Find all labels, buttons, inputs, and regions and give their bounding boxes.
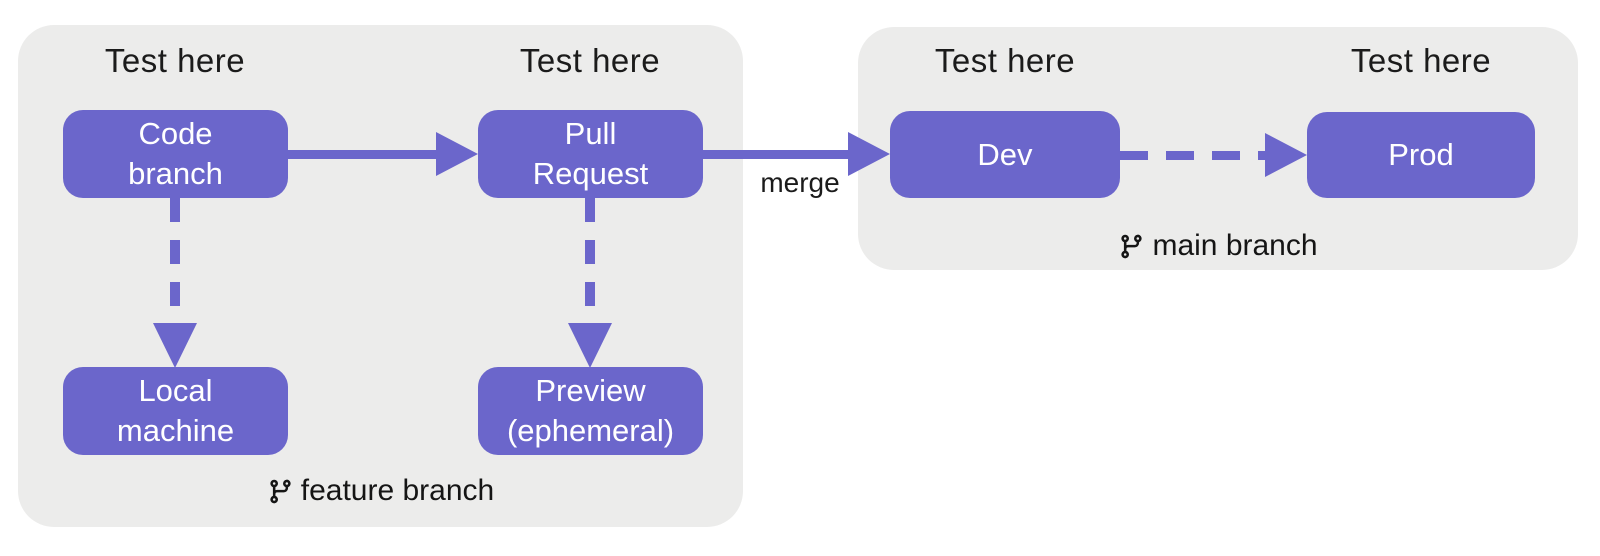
test-here-label-dev: Test here: [934, 42, 1076, 79]
main-branch-label: main branch: [1152, 229, 1318, 262]
node-label-line: Prod: [1388, 137, 1454, 173]
feature-branch-label: feature branch: [300, 474, 495, 507]
node-label-line: machine: [116, 413, 235, 448]
node-pull-request: Pull Request: [478, 110, 703, 198]
arrowhead-down-icon: [568, 323, 612, 368]
edge-dev-to-prod: [1120, 151, 1270, 160]
test-here-label-code-branch: Test here: [104, 42, 246, 79]
edge-code-to-pull: [288, 150, 442, 159]
arrowhead-down-icon: [153, 323, 197, 368]
node-prod: Prod: [1307, 112, 1535, 198]
node-local-machine: Local machine: [63, 367, 288, 455]
edge-pull-to-dev: [703, 150, 851, 159]
node-label-line: Preview: [535, 373, 646, 409]
git-branch-icon: [1121, 234, 1143, 258]
node-label-line: Dev: [977, 136, 1033, 172]
node-label-line: (ephemeral): [506, 413, 675, 448]
test-here-label-pull-request: Test here: [519, 42, 661, 79]
node-label-line: Code: [138, 116, 213, 152]
node-preview-ephemeral: Preview (ephemeral): [478, 367, 703, 455]
merge-edge-label: merge: [760, 167, 840, 198]
main-branch-caption: main branch: [858, 229, 1578, 263]
edge-code-to-local: [170, 198, 180, 326]
feature-branch-caption: feature branch: [18, 474, 743, 508]
node-label-line: branch: [128, 156, 223, 191]
arrowhead-right-icon: [1265, 133, 1307, 177]
node-label-line: Request: [532, 156, 649, 191]
node-label-line: Local: [138, 373, 213, 409]
node-label-line: Pull: [564, 116, 617, 152]
node-code-branch: Code branch: [63, 110, 288, 198]
arrowhead-right-icon: [848, 132, 890, 176]
git-branch-icon: [270, 479, 291, 503]
arrowhead-right-icon: [436, 132, 478, 176]
node-dev: Dev: [890, 111, 1120, 198]
test-here-label-prod: Test here: [1350, 42, 1492, 79]
edge-pull-to-preview: [585, 198, 595, 326]
